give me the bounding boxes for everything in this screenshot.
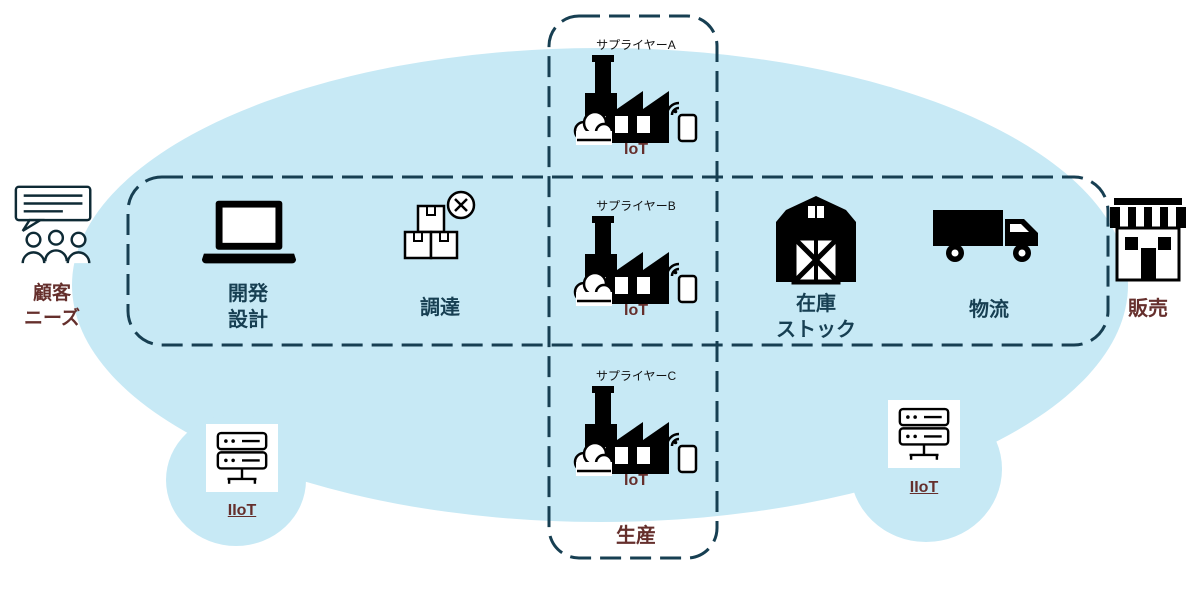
iot-label-c: IoT bbox=[624, 472, 648, 489]
store-icon bbox=[1110, 198, 1186, 282]
procurement-group bbox=[398, 188, 482, 272]
iiot-right-label: IIoT bbox=[909, 479, 939, 496]
iot-label-a: IoT bbox=[624, 141, 648, 158]
supplier-a-group: サプライヤーA IoT bbox=[568, 36, 704, 159]
dev-design-group bbox=[200, 200, 298, 270]
boxes-cancel-icon bbox=[403, 190, 476, 260]
iiot-left-label: IIoT bbox=[227, 502, 257, 519]
supplier-c-group: サプライヤーC IoT bbox=[568, 367, 704, 490]
customer-needs-group bbox=[10, 184, 102, 266]
factory-cloud-wifi-icon bbox=[573, 216, 698, 306]
production-label: 生産 bbox=[616, 525, 656, 547]
sales-group bbox=[1108, 198, 1188, 284]
iiot-left-box bbox=[206, 424, 278, 492]
logistics-label: 物流 bbox=[969, 299, 1009, 321]
inventory-label: 在庫 ストック bbox=[776, 293, 856, 341]
truck-icon bbox=[933, 210, 1038, 262]
factory-cloud-wifi-icon bbox=[573, 386, 698, 476]
inventory-group bbox=[766, 196, 866, 286]
barn-icon bbox=[776, 196, 856, 285]
supplier-b-group: サプライヤーB IoT bbox=[568, 197, 704, 320]
procurement-label: 調達 bbox=[420, 297, 460, 319]
server-icon bbox=[216, 431, 268, 484]
logistics-group bbox=[933, 206, 1045, 264]
factory-cloud-wifi-icon bbox=[573, 55, 698, 145]
laptop-icon bbox=[201, 200, 297, 264]
iot-label-b: IoT bbox=[624, 302, 648, 319]
server-icon bbox=[898, 407, 950, 460]
customer-needs-label: 顧客 ニーズ bbox=[23, 283, 81, 329]
supplier-c-label: サプライヤーC bbox=[595, 369, 677, 383]
dev-design-label: 開発 設計 bbox=[228, 283, 268, 331]
people-chat-icon bbox=[14, 185, 92, 264]
sales-label: 販売 bbox=[1128, 298, 1168, 320]
supplier-a-label: サプライヤーA bbox=[596, 38, 676, 52]
iiot-right-box bbox=[888, 400, 960, 468]
supplier-b-label: サプライヤーB bbox=[596, 199, 676, 213]
